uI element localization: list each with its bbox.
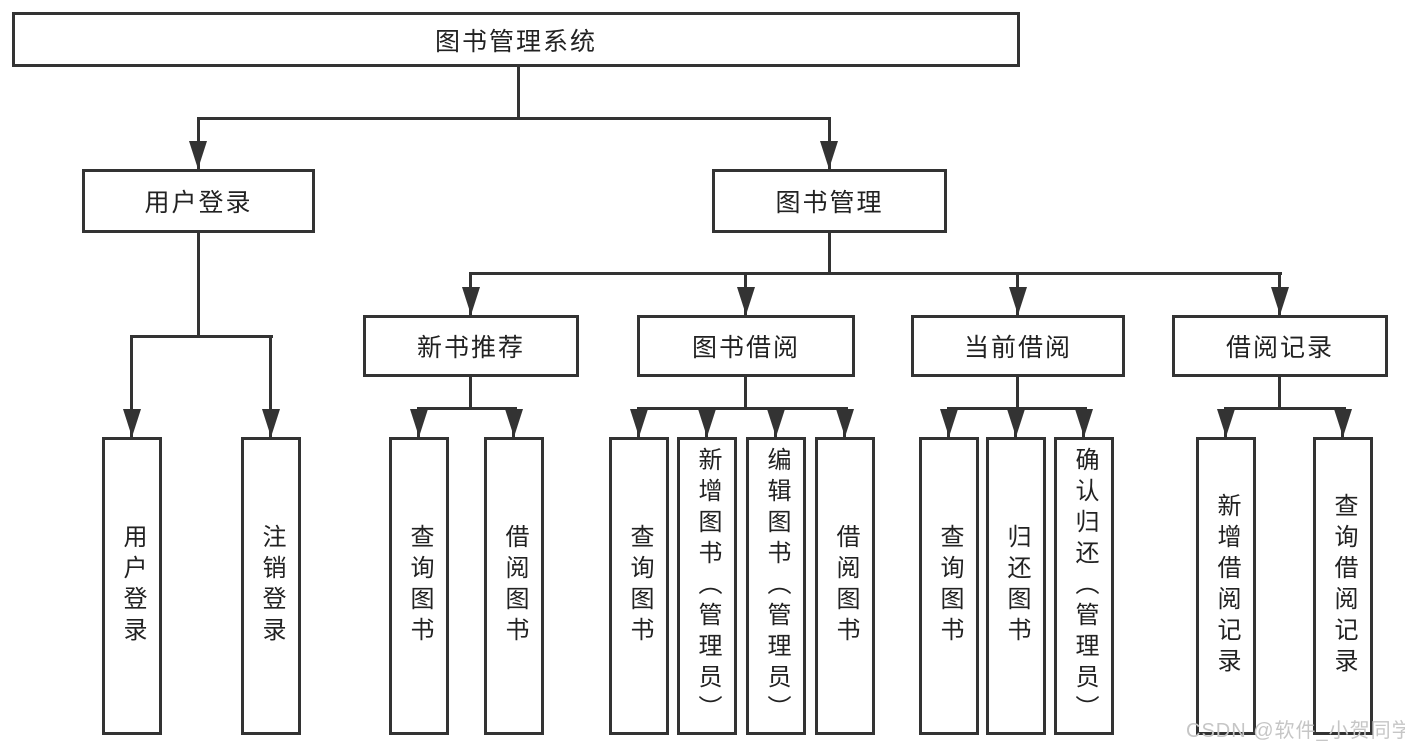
edge-new-book-rec-rail (417, 407, 517, 410)
edge-book-borrow-stem (744, 377, 747, 410)
edge-user-login-rail (130, 335, 273, 338)
edge-user-login-stem (197, 233, 200, 335)
edge-to-leaf-logout (269, 335, 272, 437)
node-book-borrow-label: 图书借阅 (691, 334, 800, 362)
arrowhead-leaf-user-login (123, 409, 141, 437)
node-current-borrow-label: 当前借阅 (963, 334, 1072, 362)
arrowhead-new-book-rec (462, 287, 480, 315)
arrowhead-leaf-bb-add (698, 409, 716, 437)
edge-book-borrow-rail (637, 407, 848, 410)
edge-root-stem (517, 65, 520, 120)
leaf-current-confirm-return-label: 确认归还（管理员） (1071, 446, 1098, 726)
leaf-logout-label: 注销登录 (258, 524, 285, 648)
node-current-borrow: 当前借阅 (911, 315, 1125, 377)
leaf-user-login: 用户登录 (102, 437, 162, 735)
csdn-watermark: CSDN @软件_小贺同学 (1186, 720, 1405, 742)
leaf-newrec-query-book: 查询图书 (389, 437, 449, 735)
node-book-borrow: 图书借阅 (637, 315, 855, 377)
node-book-mgmt: 图书管理 (712, 169, 947, 233)
edge-to-leaf-user-login (130, 335, 133, 437)
leaf-record-add-record: 新增借阅记录 (1196, 437, 1256, 735)
arrowhead-leaf-cb-confirm (1075, 409, 1093, 437)
node-user-login-label: 用户登录 (144, 189, 253, 217)
leaf-logout: 注销登录 (241, 437, 301, 735)
edge-borrow-record-stem (1278, 377, 1281, 410)
leaf-borrow-query-book-label: 查询图书 (626, 524, 653, 648)
leaf-borrow-query-book: 查询图书 (609, 437, 669, 735)
node-new-book-rec-label: 新书推荐 (416, 334, 525, 362)
leaf-current-return-book-label: 归还图书 (1003, 524, 1030, 648)
edge-root-rail (197, 117, 831, 120)
leaf-current-query-book-label: 查询图书 (936, 524, 963, 648)
edge-new-book-rec-stem (469, 377, 472, 410)
arrowhead-leaf-logout (262, 409, 280, 437)
leaf-user-login-label: 用户登录 (119, 524, 146, 648)
node-root: 图书管理系统 (12, 12, 1020, 67)
arrowhead-leaf-nb-borrow (505, 409, 523, 437)
arrowhead-leaf-cb-query (940, 409, 958, 437)
arrowhead-leaf-bb-edit (767, 409, 785, 437)
leaf-record-add-record-label: 新增借阅记录 (1213, 493, 1240, 679)
edge-book-mgmt-stem (828, 233, 831, 275)
leaf-record-query-record-label: 查询借阅记录 (1330, 493, 1357, 679)
leaf-borrow-add-book-label: 新增图书（管理员） (694, 446, 721, 726)
arrowhead-leaf-br-query (1334, 409, 1352, 437)
node-borrow-record-label: 借阅记录 (1225, 334, 1334, 362)
arrowhead-leaf-cb-return (1007, 409, 1025, 437)
edge-borrow-record-rail (1224, 407, 1346, 410)
arrowhead-leaf-bb-query (630, 409, 648, 437)
leaf-borrow-edit-book-label: 编辑图书（管理员） (763, 446, 790, 726)
arrowhead-current-borrow (1009, 287, 1027, 315)
arrowhead-book-borrow (737, 287, 755, 315)
leaf-newrec-borrow-book-label: 借阅图书 (501, 524, 528, 648)
arrowhead-user-login (189, 141, 207, 169)
node-root-label: 图书管理系统 (434, 27, 597, 56)
leaf-newrec-query-book-label: 查询图书 (406, 524, 433, 648)
leaf-borrow-borrow-book-label: 借阅图书 (832, 524, 859, 648)
edge-book-mgmt-rail (469, 272, 1282, 275)
node-borrow-record: 借阅记录 (1172, 315, 1388, 377)
leaf-record-query-record: 查询借阅记录 (1313, 437, 1373, 735)
arrowhead-leaf-br-add (1217, 409, 1235, 437)
leaf-borrow-add-book: 新增图书（管理员） (677, 437, 737, 735)
edge-current-borrow-rail (947, 407, 1087, 410)
arrowhead-borrow-record (1271, 287, 1289, 315)
leaf-current-return-book: 归还图书 (986, 437, 1046, 735)
leaf-current-confirm-return: 确认归还（管理员） (1054, 437, 1114, 735)
arrowhead-leaf-nb-query (410, 409, 428, 437)
edge-current-borrow-stem (1016, 377, 1019, 410)
arrowhead-book-mgmt (820, 141, 838, 169)
leaf-current-query-book: 查询图书 (919, 437, 979, 735)
leaf-borrow-edit-book: 编辑图书（管理员） (746, 437, 806, 735)
node-book-mgmt-label: 图书管理 (775, 189, 884, 217)
node-user-login: 用户登录 (82, 169, 315, 233)
arrowhead-leaf-bb-borrow (836, 409, 854, 437)
node-new-book-rec: 新书推荐 (363, 315, 579, 377)
leaf-newrec-borrow-book: 借阅图书 (484, 437, 544, 735)
leaf-borrow-borrow-book: 借阅图书 (815, 437, 875, 735)
